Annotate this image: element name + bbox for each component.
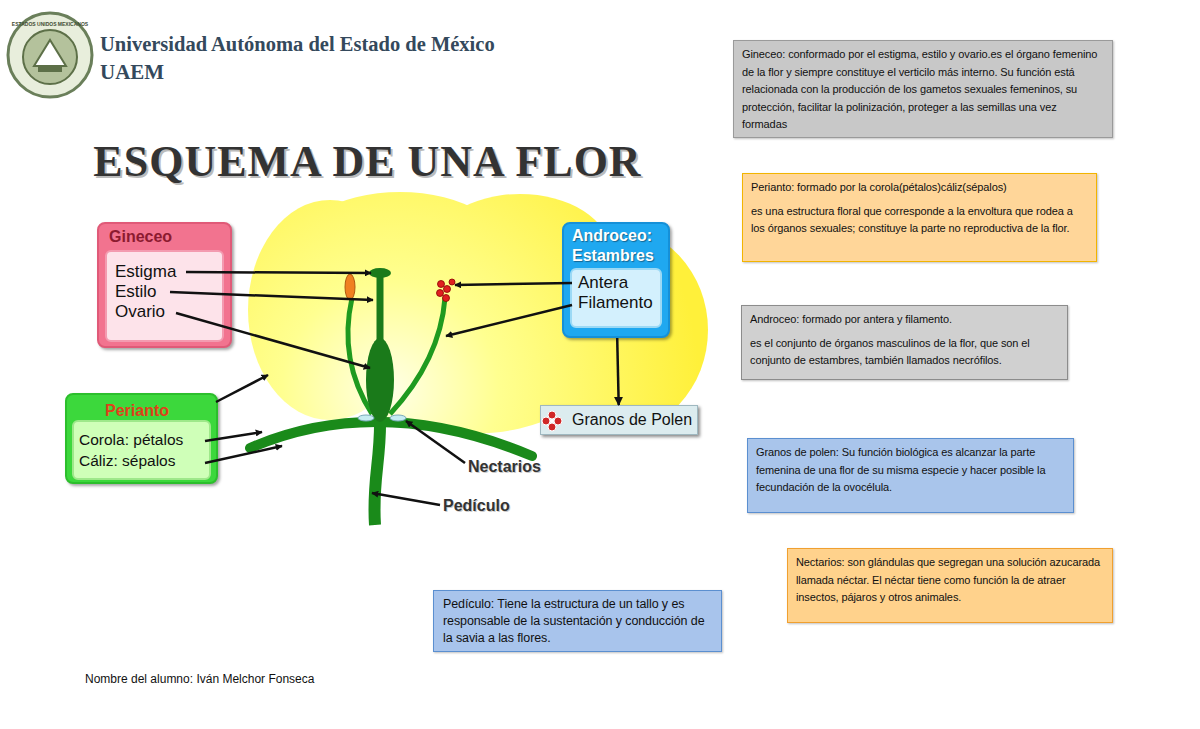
filament xyxy=(348,298,372,414)
university-seal xyxy=(8,13,92,97)
part-group-box: Androceo: EstambresAnteraFilamento xyxy=(562,222,670,338)
part-group-box: GineceoEstigmaEstiloOvario xyxy=(97,222,232,348)
description-box: Androceo: formado por antera y filamento… xyxy=(741,305,1068,380)
leader-arrow xyxy=(406,421,465,463)
leader-arrow xyxy=(455,283,572,285)
part-list-box: AnteraFilamento xyxy=(570,268,662,328)
pollen-box: Granos de Polen xyxy=(540,405,698,435)
connector-arrow xyxy=(617,338,619,405)
style xyxy=(377,276,384,345)
part-group-box: PeriantoCorola: pétalosCáliz: sépalos xyxy=(65,393,218,484)
institution-acronym: UAEM xyxy=(100,60,164,85)
institution-name: Universidad Autónoma del Estado de Méxic… xyxy=(100,33,495,56)
seal-base xyxy=(38,66,62,72)
pollen-dot xyxy=(449,279,455,285)
nectary xyxy=(358,415,374,421)
filament xyxy=(390,298,445,414)
ovary xyxy=(366,338,394,422)
seal-ring xyxy=(8,13,92,97)
description-box: Nectarios: son glándulas que segregan un… xyxy=(787,548,1113,623)
pollen-dot xyxy=(438,281,445,288)
group-heading: Gineceo xyxy=(109,227,172,247)
seal-text: ESTADOS UNIDOS MEXICANOS xyxy=(10,21,90,27)
anther xyxy=(437,279,456,302)
stigma xyxy=(369,268,391,278)
description-text: Pedículo: Tiene la estructura de un tall… xyxy=(443,596,712,647)
part-label: Nectarios xyxy=(468,458,541,476)
leader-arrow xyxy=(446,305,572,336)
diagram-title: ESQUEMA DE UNA FLOR xyxy=(27,136,708,187)
description-text: Androceo: formado por antera y filamento… xyxy=(750,311,1059,329)
description-box: Perianto: formado por la corola(pétalos)… xyxy=(742,173,1097,262)
petals xyxy=(248,192,708,435)
part-name: Corola: pétalos xyxy=(79,429,209,450)
petal xyxy=(285,192,515,332)
part-label: Pedículo xyxy=(443,497,510,515)
pollen-dot xyxy=(444,286,451,293)
stem xyxy=(374,418,380,525)
part-name: Antera xyxy=(578,273,660,293)
part-name: Cáliz: sépalos xyxy=(79,450,209,471)
part-name: Filamento xyxy=(578,293,660,313)
part-name: Estilo xyxy=(115,282,222,302)
description-text: es una estructura floral que corresponde… xyxy=(751,203,1088,238)
group-heading: Androceo: Estambres xyxy=(572,226,664,266)
leader-arrow xyxy=(372,493,440,505)
student-name: Nombre del alumno: Iván Melchor Fonseca xyxy=(85,672,314,686)
description-text: Perianto: formado por la corola(pétalos)… xyxy=(751,179,1088,197)
part-name: Ovario xyxy=(115,302,222,322)
pollen-dot xyxy=(437,290,444,297)
description-text: Nectarios: son glándulas que segregan un… xyxy=(796,554,1104,607)
nectary xyxy=(390,415,406,421)
description-text: Granos de polen: Su función biológica es… xyxy=(756,444,1065,497)
part-list-box: EstigmaEstiloOvario xyxy=(105,250,224,342)
group-heading: Perianto xyxy=(105,401,169,421)
seal-center xyxy=(23,30,77,84)
box-label: Granos de Polen xyxy=(572,410,697,430)
description-box: Granos de polen: Su función biológica es… xyxy=(747,438,1074,513)
pollen-dot xyxy=(443,295,450,302)
leader-arrow xyxy=(216,375,268,402)
description-box: Pedículo: Tiene la estructura de un tall… xyxy=(433,590,722,652)
part-list-box: Corola: pétalosCáliz: sépalos xyxy=(72,420,211,480)
description-text: Gineceo: conformado por el estigma, esti… xyxy=(742,46,1104,134)
description-text: es el conjunto de órganos masculinos de … xyxy=(750,335,1059,370)
anther xyxy=(345,274,355,300)
petal xyxy=(248,200,412,420)
seal-emblem xyxy=(34,40,66,66)
sepal xyxy=(250,422,532,456)
description-box: Gineceo: conformado por el estigma, esti… xyxy=(733,40,1113,138)
part-name: Estigma xyxy=(115,262,222,282)
